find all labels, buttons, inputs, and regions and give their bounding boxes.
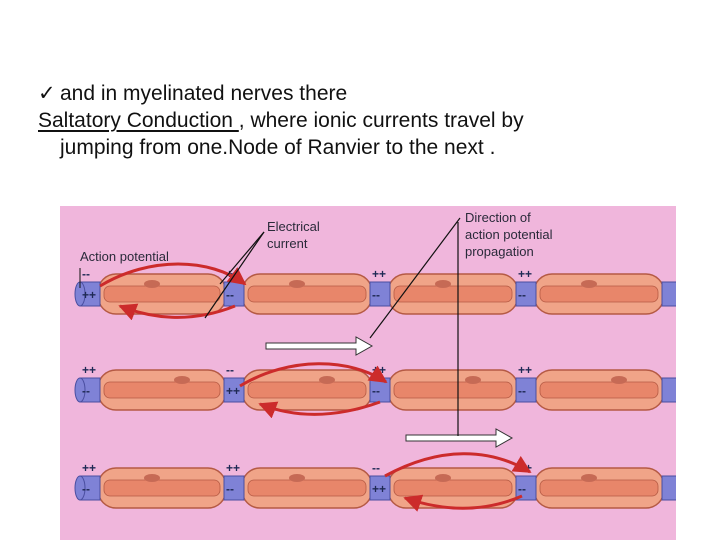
axon-core (247, 285, 367, 303)
label-direction-1: Direction of (465, 210, 531, 225)
current-arrow-bottom-forward (384, 452, 532, 478)
axon-core (103, 479, 221, 497)
pointer-line-current-1 (219, 231, 265, 285)
figure-canvas: --++++--++--++--++----++++--++--++--++--… (60, 206, 676, 540)
charge-outer: ++ (518, 267, 532, 281)
axon-cut-end (74, 377, 86, 403)
current-arrow-middle-forward (239, 362, 388, 388)
schwann-nucleus (465, 376, 481, 384)
axon-core (393, 479, 513, 497)
node-of-ranvier (223, 377, 245, 403)
schwann-nucleus (144, 474, 160, 482)
axon-core (393, 381, 513, 399)
node-of-ranvier (369, 475, 391, 501)
charge-outer: -- (82, 267, 90, 281)
schwann-nucleus (435, 474, 451, 482)
charge-inner: -- (518, 288, 526, 302)
schwann-nucleus (144, 280, 160, 288)
axon-row (74, 467, 676, 509)
node-of-ranvier (515, 377, 537, 403)
charge-inner: ++ (226, 384, 240, 398)
charge-outer: ++ (372, 267, 386, 281)
charge-inner: -- (226, 482, 234, 496)
axon-core (103, 285, 221, 303)
axon-row (74, 273, 676, 315)
axon-core (393, 285, 513, 303)
charge-inner: ++ (82, 288, 96, 302)
charge-outer: ++ (82, 363, 96, 377)
saltatory-conduction-term: Saltatory Conduction (38, 109, 239, 132)
schwann-nucleus (435, 280, 451, 288)
current-arrow-top-back (118, 303, 236, 321)
schwann-nucleus (319, 376, 335, 384)
charge-outer: ++ (226, 461, 240, 475)
current-arrow-bottom-back (403, 494, 523, 512)
pointer-line-current-2 (204, 231, 265, 319)
definition-text: , where ionic currents travel by (238, 109, 524, 132)
charge-outer: -- (372, 461, 380, 475)
propagation-arrow-1 (265, 336, 374, 356)
bullet-text: and in myelinated nerves there (60, 82, 348, 105)
charge-inner: -- (372, 288, 380, 302)
pointer-line-direction (369, 217, 461, 339)
label-electrical-2: current (267, 236, 308, 251)
charge-inner: -- (372, 384, 380, 398)
axon-cut-end (74, 475, 86, 501)
charge-inner: -- (518, 384, 526, 398)
label-direction-2: action potential (465, 227, 553, 242)
propagation-arrow-2 (405, 428, 514, 448)
checkmark-icon: ✓ (38, 82, 56, 105)
schwann-nucleus (289, 474, 305, 482)
schwann-nucleus (581, 474, 597, 482)
axon-core (539, 381, 659, 399)
axon-core (103, 381, 221, 399)
saltatory-conduction-figure: --++++--++--++--++----++++--++--++--++--… (60, 206, 676, 540)
charge-inner: -- (226, 288, 234, 302)
axon-core (539, 285, 659, 303)
current-arrow-top-forward (99, 262, 247, 288)
charge-inner: -- (518, 482, 526, 496)
axon-row (74, 369, 676, 411)
schwann-nucleus (581, 280, 597, 288)
axon-core (539, 479, 659, 497)
axon-core (247, 381, 367, 399)
charge-outer: ++ (82, 461, 96, 475)
charge-inner: -- (82, 384, 90, 398)
charge-inner: -- (82, 482, 90, 496)
charge-inner: ++ (372, 482, 386, 496)
axon-group (74, 273, 676, 509)
axon-core (247, 479, 367, 497)
charge-outer: -- (226, 363, 234, 377)
schwann-nucleus (289, 280, 305, 288)
node-of-ranvier (661, 475, 676, 501)
node-of-ranvier (223, 475, 245, 501)
definition-continuation: jumping from one.Node of Ranvier to the … (60, 136, 496, 159)
schwann-nucleus (174, 376, 190, 384)
node-of-ranvier (515, 475, 537, 501)
charge-outer: ++ (518, 363, 532, 377)
slide-text: ✓and in myelinated nerves there Saltator… (38, 80, 698, 161)
node-of-ranvier (661, 281, 676, 307)
node-of-ranvier (369, 281, 391, 307)
node-of-ranvier (661, 377, 676, 403)
current-arrow-middle-back (258, 400, 381, 419)
label-action-potential: Action potential (80, 249, 169, 264)
node-of-ranvier (515, 281, 537, 307)
label-electrical-1: Electrical (267, 219, 320, 234)
definition-line: Saltatory Conduction , where ionic curre… (38, 107, 698, 134)
schwann-nucleus (611, 376, 627, 384)
bullet-line: ✓and in myelinated nerves there (38, 80, 698, 107)
label-direction-3: propagation (465, 244, 534, 259)
